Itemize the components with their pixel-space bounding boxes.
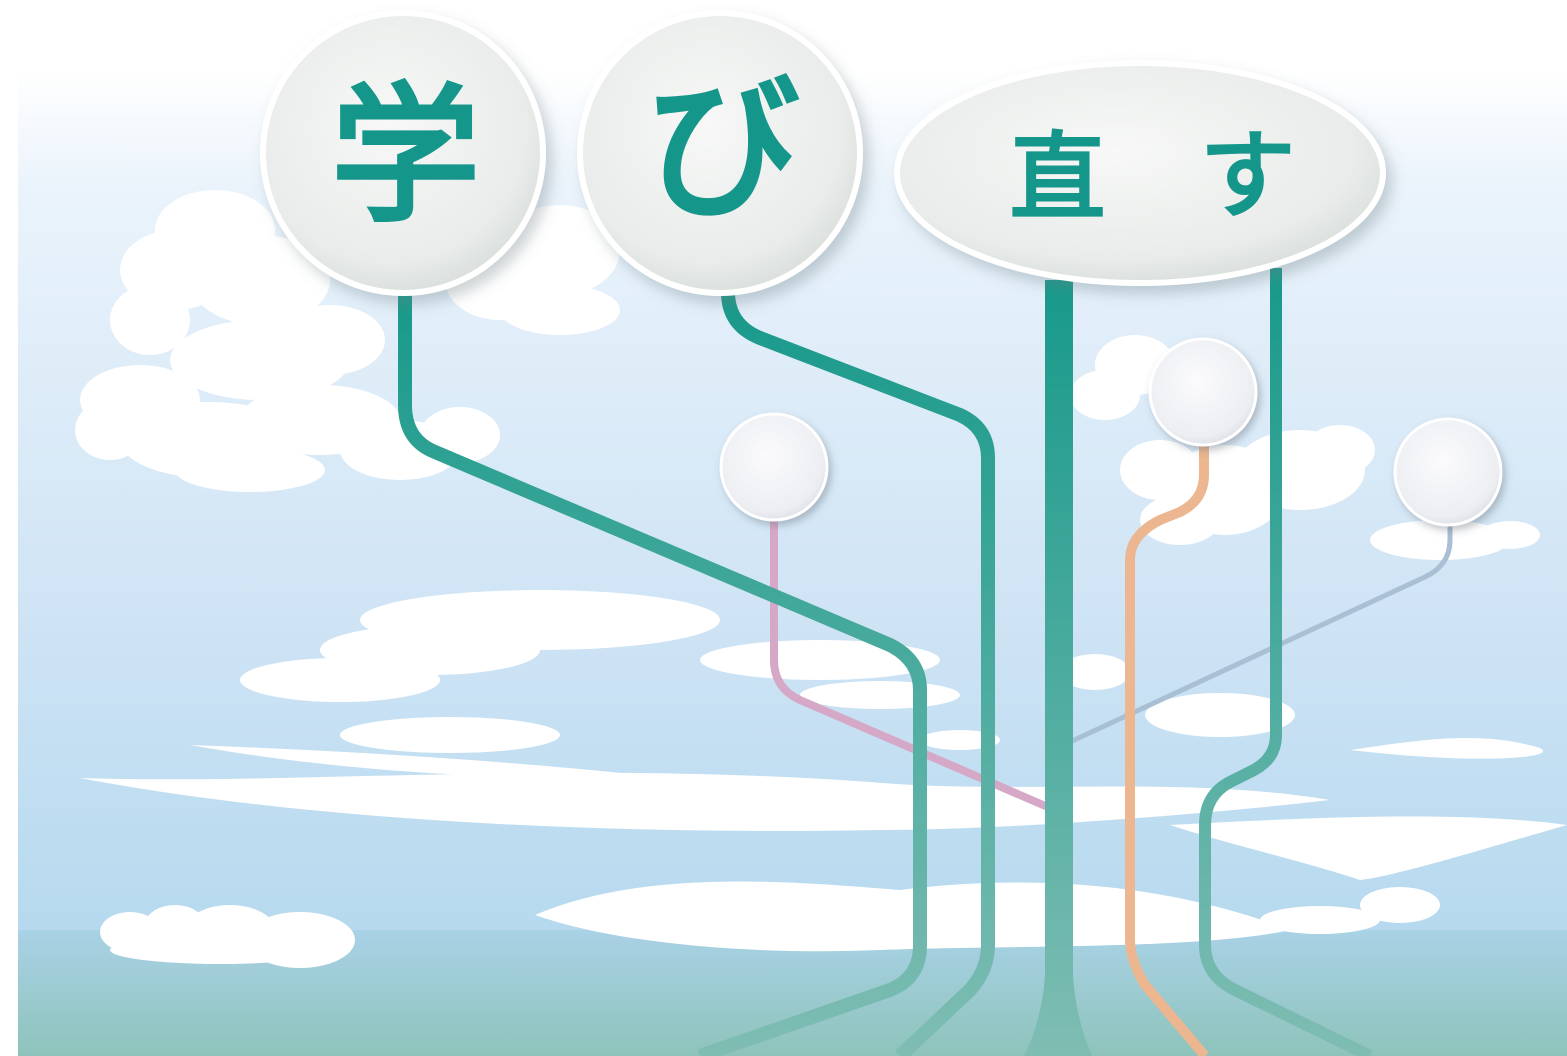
title-bubbles	[260, 10, 1386, 296]
title-bubble-2	[577, 10, 863, 296]
cloud	[1070, 335, 1540, 560]
cloud	[535, 881, 1290, 952]
title-char-su: す	[1199, 120, 1296, 232]
cloud	[1350, 738, 1544, 759]
cloud	[240, 590, 1295, 753]
branch-lines	[770, 440, 1453, 1056]
cloud	[80, 772, 1330, 831]
branch-line-orange	[1125, 440, 1209, 1056]
cloud	[190, 745, 640, 777]
branch-line-pink	[770, 520, 1052, 812]
clouds	[75, 190, 1567, 968]
title-bubble-1	[260, 10, 546, 296]
trunk-lines	[398, 268, 1373, 1056]
small-bubble-blue	[1393, 417, 1503, 527]
cloud	[1170, 816, 1567, 880]
title-char-manabi: 学	[330, 70, 481, 244]
small-bubbles	[719, 337, 1503, 527]
branch-line-blue	[1068, 525, 1453, 745]
small-bubble-orange	[1148, 337, 1258, 447]
cloud	[75, 190, 620, 492]
title-char-bi: び	[645, 59, 800, 240]
title-char-nao: 直	[1009, 122, 1106, 234]
small-bubble-pink	[719, 412, 829, 522]
trunk-line-1	[398, 292, 927, 1056]
trunk-line-2	[721, 291, 995, 1056]
title-bubble-3	[894, 60, 1386, 286]
trunk-main	[1024, 280, 1092, 1056]
trunk-line-4	[1199, 268, 1373, 1056]
cloud	[100, 905, 355, 968]
